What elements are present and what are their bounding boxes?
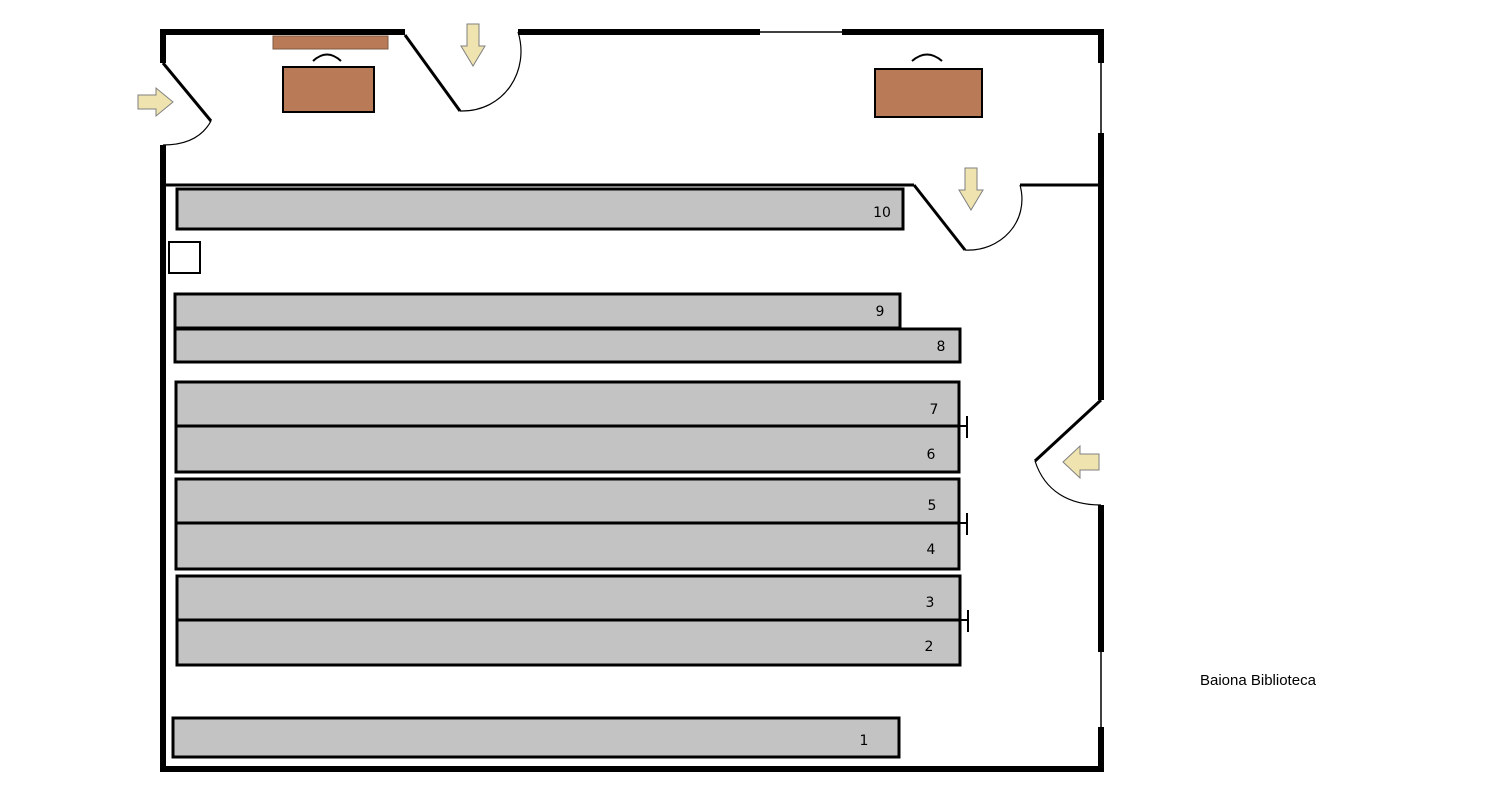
shelf-2 bbox=[175, 618, 962, 667]
door-left-leaf bbox=[161, 62, 213, 122]
shelf-3 bbox=[175, 574, 962, 622]
shelf-10 bbox=[175, 187, 905, 231]
door-top-swing bbox=[459, 31, 522, 112]
shelf-end-markers bbox=[959, 416, 969, 632]
shelf-label-9: 9 bbox=[876, 304, 885, 320]
shelf-label-6: 6 bbox=[927, 447, 936, 463]
shelf-4 bbox=[174, 521, 961, 571]
shelves bbox=[171, 187, 962, 759]
windows bbox=[760, 31, 1102, 727]
doors bbox=[161, 31, 1103, 506]
shelf-9 bbox=[173, 292, 902, 330]
shelf-7 bbox=[174, 380, 961, 428]
shelf-label-8: 8 bbox=[937, 339, 946, 355]
outer-walls bbox=[160, 29, 1104, 772]
shelf-label-7: 7 bbox=[930, 402, 939, 418]
arrow-right-icon bbox=[137, 86, 174, 118]
arrow-down-icon bbox=[958, 167, 984, 211]
desk-chair-icon bbox=[312, 53, 342, 62]
desk-icon bbox=[874, 68, 983, 118]
shelf-labels: 10 9 8 7 6 5 4 3 2 1 bbox=[860, 205, 946, 749]
door-left-swing bbox=[162, 120, 212, 146]
shelf-label-3: 3 bbox=[926, 595, 935, 611]
shelf-label-1: 1 bbox=[860, 733, 869, 749]
shelf-5 bbox=[174, 477, 961, 525]
desk-chair-icon bbox=[911, 53, 943, 62]
shelf-label-4: 4 bbox=[927, 542, 936, 558]
door-interior-leaf bbox=[912, 184, 967, 251]
arrow-down-icon bbox=[460, 23, 486, 67]
door-right-swing bbox=[1034, 460, 1102, 506]
door-interior-swing bbox=[964, 184, 1023, 251]
shelf-label-2: 2 bbox=[925, 639, 934, 655]
shelf-label-10: 10 bbox=[873, 205, 891, 221]
door-top-leaf bbox=[403, 34, 462, 112]
arrow-left-icon bbox=[1062, 444, 1100, 480]
shelf-8 bbox=[173, 327, 962, 364]
shelf-6 bbox=[174, 424, 961, 474]
desk-icon bbox=[282, 66, 375, 113]
counter-top bbox=[272, 35, 389, 50]
plan-caption: Baiona Biblioteca bbox=[1200, 672, 1316, 689]
door-right-leaf bbox=[1033, 398, 1103, 463]
shelf-1 bbox=[171, 716, 901, 759]
entrance-arrows bbox=[137, 23, 1100, 480]
furniture bbox=[168, 35, 983, 274]
small-box bbox=[168, 241, 201, 274]
shelf-label-5: 5 bbox=[928, 498, 937, 514]
